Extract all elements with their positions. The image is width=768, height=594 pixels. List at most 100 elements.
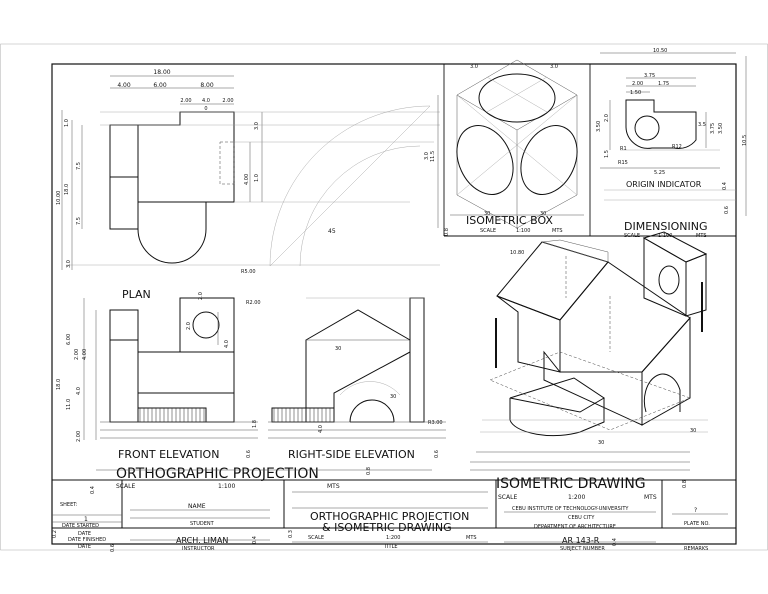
plan-dim-h2: 7.5 [76, 162, 82, 170]
dim-e: 3.50 [596, 121, 602, 132]
title-block [52, 479, 736, 543]
radius-r2: R2.00 [246, 300, 261, 306]
ortho-scale-value: 1:100 [218, 483, 235, 490]
iso-box-dim-top-right: 3.0 [550, 64, 558, 70]
plan-dim-h4: 7.5 [76, 217, 82, 225]
subject-number-label: SUBJECT NUMBER [560, 546, 605, 552]
plan-dim-h5: 3.0 [254, 122, 260, 130]
date-finished-label: DATE FINISHED [68, 537, 106, 543]
plan-dim-h3: 18.0 [64, 184, 70, 195]
front-dim-b: 2.00 [74, 349, 80, 360]
origin-indicator-label: ORIGIN INDICATOR [626, 180, 702, 189]
instructor-label: INSTRUCTOR [182, 546, 215, 552]
date-label-2: DATE [78, 544, 91, 550]
margin-mark-a: 0.4 [90, 486, 96, 494]
remarks-label: REMARKS [684, 546, 708, 552]
instructor-name: ARCH. LIMAN [176, 536, 228, 545]
dim-n: 10.5 [742, 135, 748, 146]
date-label-1: DATE [78, 531, 91, 537]
dim-a: 3.75 [644, 73, 655, 79]
margin-mark-f: 0.4 [612, 538, 618, 546]
school-city: CEBU CITY [568, 515, 595, 521]
plan-dim-h10: 3.0 [424, 152, 430, 160]
tb-scale-value: 1:200 [386, 535, 400, 541]
plan-view [61, 75, 440, 270]
isometric-drawing-figure [470, 231, 708, 471]
front-dim-h: 2.0 [198, 292, 204, 300]
front-dim-l: 1.8 [252, 420, 258, 428]
name-label: NAME [188, 503, 206, 510]
iso-box-scale-value: 1:100 [516, 228, 530, 234]
iso-box-scale-label: SCALE [480, 228, 496, 234]
dim-m: 3.5 [698, 122, 706, 128]
front-dim-n: 0.8 [366, 467, 372, 475]
label-right-side-elevation: RIGHT-SIDE ELEVATION [288, 448, 415, 461]
front-dim-e: 4.0 [76, 387, 82, 395]
dim-scale-unit: MTS [696, 233, 707, 239]
border-frame [51, 63, 737, 545]
isometric-box-figure [437, 59, 584, 229]
plan-dim-h6: 4.00 [244, 174, 250, 185]
plan-dim-b: 4.0 [202, 98, 210, 104]
tb-scale-label: SCALE [308, 535, 324, 541]
iso-dim-b: 30 [598, 440, 604, 446]
iso-drawing-title: ISOMETRIC DRAWING [496, 476, 646, 492]
front-dim-f: 11.0 [66, 399, 72, 410]
drawing-title-line-2: & ISOMETRIC DRAWING [322, 521, 452, 534]
angle-45: 45 [328, 228, 336, 235]
margin-mark-e: 0.3 [288, 530, 294, 538]
iso-scale-unit: MTS [644, 494, 657, 501]
dim-p: 0.6 [724, 206, 730, 214]
iso-box-dim-bot-right: 30 [540, 211, 546, 217]
school-name: CEBU INSTITUTE OF TECHNOLOGY-UNIVERSITY [512, 506, 629, 512]
dim-f: 2.0 [604, 114, 610, 122]
iso-scale-value: 1:200 [568, 494, 585, 501]
title-label: TITLE [383, 544, 398, 550]
plan-dim-w1: 4.00 [117, 82, 131, 89]
front-elevation [83, 297, 258, 440]
dim-q: R12 [672, 144, 682, 150]
front-dim-j: 4.0 [224, 340, 230, 348]
front-dim-g: 2.00 [76, 431, 82, 442]
iso-box-dim-small: 0.8 [444, 228, 450, 236]
student-label: STUDENT [190, 521, 215, 527]
iso-box-dim-top-left: 3.0 [470, 64, 478, 70]
dim-scale-value: 1:100 [658, 233, 672, 239]
ortho-scale-label: SCALE [116, 483, 135, 490]
front-hatch [139, 408, 205, 422]
iso-box-title: ISOMETRIC BOX [466, 214, 553, 227]
iso-box-scale-unit: MTS [552, 228, 563, 234]
iso-dim-c: 30 [690, 428, 696, 434]
plan-dim-w2: 6.00 [153, 82, 167, 89]
dim-overall: 10.50 [653, 48, 667, 54]
plan-dim-h1: 1.0 [64, 119, 70, 127]
tb-scale-unit: MTS [466, 535, 477, 541]
front-dim-o: 0.6 [434, 450, 440, 458]
label-front-elevation: FRONT ELEVATION [118, 448, 219, 461]
ortho-scale-unit: MTS [327, 483, 340, 490]
front-dim-d: 18.0 [56, 379, 62, 390]
subject-number: AR 143-R [562, 536, 600, 545]
angle-30-b: 30 [390, 394, 396, 400]
dim-l: 3.50 [718, 123, 724, 134]
iso-box-dim-side: 11.5 [430, 151, 436, 162]
margin-mark-d: 0.4 [252, 536, 258, 544]
radius-r5: R5.00 [241, 269, 256, 275]
plate-number-value: ? [694, 507, 697, 514]
iso-dim-a: 10.80 [510, 250, 524, 256]
plan-dim-overall: 18.00 [153, 69, 170, 76]
iso-box-dim-bot-left: 30 [484, 211, 490, 217]
dimensioning-figure [600, 52, 747, 216]
dim-j: 5.25 [654, 170, 665, 176]
side-hatch [273, 408, 331, 422]
dim-g: 1.5 [604, 150, 610, 158]
sheet-value: 1 [84, 516, 88, 523]
front-dim-m: 0.6 [246, 450, 252, 458]
margin-mark-b: 0.6 [110, 544, 116, 552]
plan-dim-d: 0 [204, 106, 207, 112]
dim-d: 1.50 [630, 90, 641, 96]
drawing-title-line-1: ORTHOGRAPHIC PROJECTION [310, 510, 469, 523]
front-dim-i: 2.0 [186, 322, 192, 330]
dim-b: 2.00 [632, 81, 643, 87]
